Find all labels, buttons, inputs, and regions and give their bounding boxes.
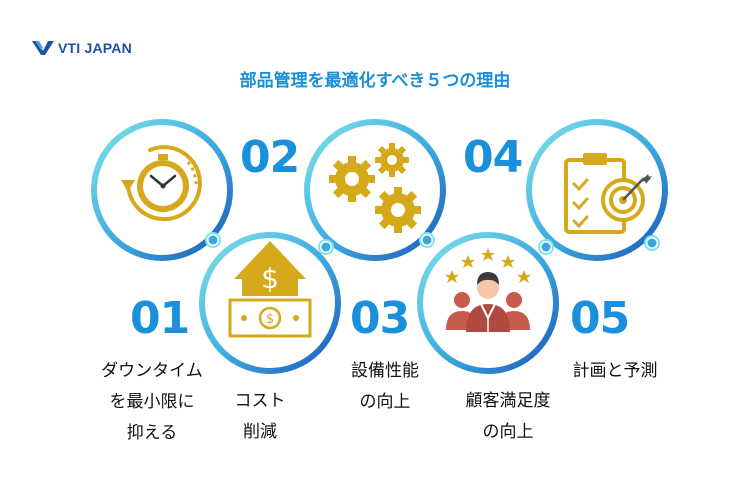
reason-label-05: 計画と予測 — [560, 356, 670, 387]
reason-label-05-line-1: 計画と予測 — [572, 361, 658, 381]
reason-label-03: 設備性能 の向上 — [330, 356, 440, 418]
svg-text:$: $ — [266, 312, 274, 327]
reason-label-02-line-2: 削減 — [243, 422, 277, 442]
vti-logo-icon — [32, 41, 54, 55]
brand-logo: VTI JAPAN — [32, 40, 132, 56]
reason-label-03-line-2: の向上 — [359, 392, 411, 412]
page-title: 部品管理を最適化すべき５つの理由 — [239, 71, 511, 91]
customers-rating-icon — [445, 248, 531, 332]
reason-number-01: 01 — [130, 293, 190, 344]
reason-number-05: 05 — [570, 293, 630, 344]
reason-label-01-line-1: ダウンタイム — [101, 361, 203, 381]
clipboard-target-icon — [564, 153, 652, 234]
svg-text:$: $ — [261, 262, 279, 295]
reason-label-04-line-2: の向上 — [482, 422, 534, 442]
clock-icon — [121, 145, 202, 222]
reason-label-01-line-2: を最小限に — [109, 392, 195, 412]
reason-number-02: 02 — [240, 132, 300, 183]
money-house-icon: $ $ — [228, 241, 312, 338]
reason-label-03-line-1: 設備性能 — [351, 361, 419, 381]
circle-ring-04 — [417, 232, 559, 374]
reason-label-02: コスト 削減 — [220, 386, 300, 448]
reason-label-01-line-3: 抑える — [126, 423, 178, 443]
reason-label-04-line-1: 顧客満足度 — [465, 391, 551, 411]
reason-number-03: 03 — [350, 293, 410, 344]
reason-label-01: ダウンタイム を最小限に 抑える — [92, 356, 212, 449]
reason-label-02-line-1: コスト — [234, 391, 286, 411]
reason-number-04: 04 — [463, 132, 523, 183]
connector-dots — [205, 232, 660, 255]
brand-logo-text: VTI JAPAN — [58, 40, 132, 56]
reason-label-04: 顧客満足度 の向上 — [448, 386, 568, 448]
